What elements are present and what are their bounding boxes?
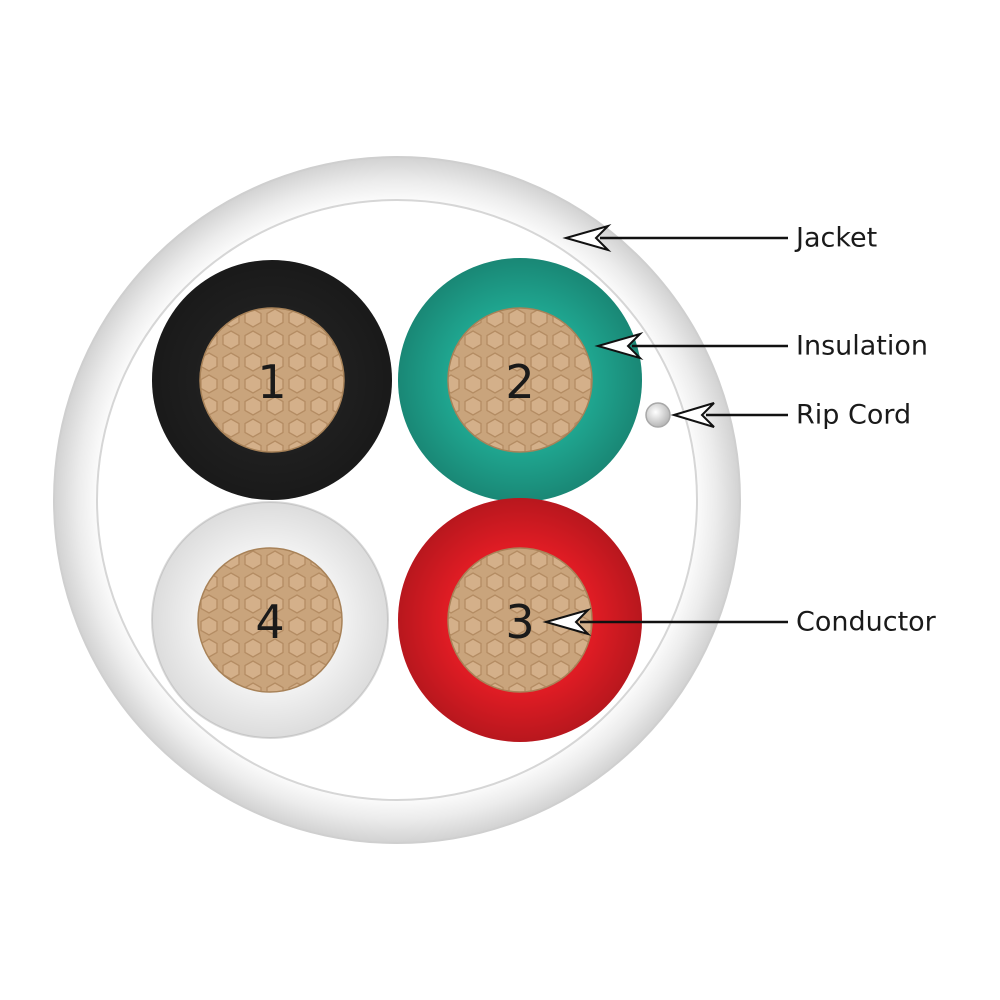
conductor-label: Conductor (796, 607, 937, 638)
wire-number-1: 1 (257, 355, 286, 409)
insulation-label: Insulation (796, 331, 928, 362)
copper-core-3 (447, 547, 593, 693)
wire-number-3: 3 (505, 595, 534, 649)
rip-cord-label: Rip Cord (796, 400, 911, 431)
conductor-2: 2 (398, 258, 642, 502)
callout-rip-cord: Rip Cord (670, 400, 911, 431)
insulation-arrow-icon (594, 331, 644, 361)
conductor-1: 1 (152, 260, 392, 500)
wire-number-4: 4 (255, 595, 284, 649)
callout-jacket: Jacket (562, 223, 877, 254)
copper-core-1 (199, 307, 345, 453)
callout-conductor: Conductor (542, 607, 937, 638)
rip-cord-arrow-icon (670, 402, 715, 428)
jacket (53, 156, 741, 844)
conductor-arrow-icon (542, 607, 592, 637)
copper-core-2 (447, 307, 593, 453)
jacket-arrow-icon (562, 223, 612, 253)
callout-insulation: Insulation (594, 331, 928, 362)
jacket-inner-edge (96, 199, 698, 801)
jacket-label: Jacket (794, 223, 877, 254)
conductor-3: 3 (398, 498, 642, 742)
copper-core-4 (197, 547, 343, 693)
conductor-4: 4 (151, 501, 389, 739)
wire-number-2: 2 (505, 355, 534, 409)
rip-cord (645, 402, 671, 428)
